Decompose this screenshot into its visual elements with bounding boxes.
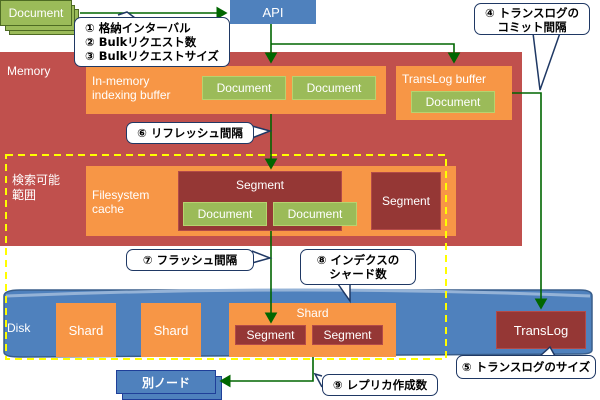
buffer-document-2: Document (292, 76, 376, 100)
callout-8: ⑧ インデクスの シャード数 (300, 249, 416, 285)
source-document-stack: Document (0, 0, 80, 36)
indexing-buffer-label-2: indexing buffer (92, 88, 171, 102)
shard-2: Shard (141, 303, 201, 357)
buffer-document-1: Document (202, 76, 286, 100)
arrow-shard-to-other-node (219, 357, 314, 388)
searchable-label-1: 検索可能 (12, 173, 61, 187)
filesystem-cache: Filesystem cache Segment Document Docume… (86, 166, 456, 236)
segment-side: Segment (371, 172, 441, 230)
api-label: API (262, 4, 284, 20)
disk-label: Disk (7, 321, 31, 335)
callout-text: ③ Bulkリクエストサイズ (85, 49, 219, 63)
filesystem-cache-label-2: cache (92, 202, 125, 216)
callout-text: ① 格納インターバル (85, 21, 191, 35)
indexing-buffer-label-1: In-memory (92, 74, 150, 88)
document-label: Document (425, 95, 481, 109)
source-document: Document (0, 0, 72, 26)
shard-label: Shard (68, 322, 104, 338)
callout-9: ⑨ レプリカ作成数 (322, 374, 438, 396)
segment-main-label: Segment (235, 178, 285, 192)
shard-main: Shard Segment Segment (229, 303, 396, 357)
disk-segment-1: Segment (235, 325, 306, 345)
callout-1-2-3: ① 格納インターバル ② Bulkリクエスト数 ③ Bulkリクエストサイズ (74, 17, 230, 67)
callout-text: ⑤ トランスログのサイズ (461, 360, 591, 374)
translog-disk: TransLog (496, 311, 586, 349)
callout-text: ⑥ リフレッシュ間隔 (137, 126, 243, 140)
callout-7: ⑦ フラッシュ間隔 (126, 249, 254, 271)
segment-document-1: Document (183, 202, 267, 226)
callout-text: コミット間隔 (497, 20, 567, 34)
disk-segment-2: Segment (312, 325, 383, 345)
segment-main: Segment Document Document (178, 171, 357, 231)
callout-5: ⑤ トランスログのサイズ (456, 355, 596, 379)
translog-buffer: TransLog buffer Document (396, 66, 512, 120)
shard-1: Shard (56, 303, 116, 357)
translog-label: TransLog (513, 322, 569, 338)
segment-label: Segment (246, 328, 295, 342)
document-label: Document (306, 81, 362, 95)
segment-side-label: Segment (381, 194, 431, 208)
shard-label: Shard (153, 322, 189, 338)
memory-label: Memory (7, 64, 51, 78)
callout-text: ⑦ フラッシュ間隔 (142, 253, 238, 267)
callout-text: ② Bulkリクエスト数 (85, 35, 197, 49)
translog-buffer-document: Document (411, 91, 495, 113)
callout-text: シャード数 (329, 267, 387, 281)
searchable-label-2: 範囲 (12, 188, 37, 202)
indexing-buffer: In-memory indexing buffer Document Docum… (86, 66, 386, 114)
callout-4: ④ トランスログの コミット間隔 (474, 3, 590, 35)
source-document-label: Document (8, 6, 64, 20)
api-box: API (230, 0, 316, 24)
document-label: Document (216, 81, 272, 95)
document-label: Document (197, 207, 253, 221)
document-label: Document (287, 207, 343, 221)
other-node-label: 別ノード (141, 375, 190, 390)
segment-document-2: Document (273, 202, 357, 226)
other-node: 別ノード (116, 370, 216, 394)
callout-text: ⑧ インデクスの (316, 253, 400, 267)
shard-main-label: Shard (296, 306, 329, 320)
callout-6: ⑥ リフレッシュ間隔 (126, 122, 254, 144)
filesystem-cache-label-1: Filesystem (92, 188, 150, 202)
callout-text: ⑨ レプリカ作成数 (332, 378, 428, 392)
callout-text: ④ トランスログの (484, 6, 579, 20)
translog-buffer-label: TransLog buffer (402, 72, 487, 86)
segment-label: Segment (323, 328, 372, 342)
